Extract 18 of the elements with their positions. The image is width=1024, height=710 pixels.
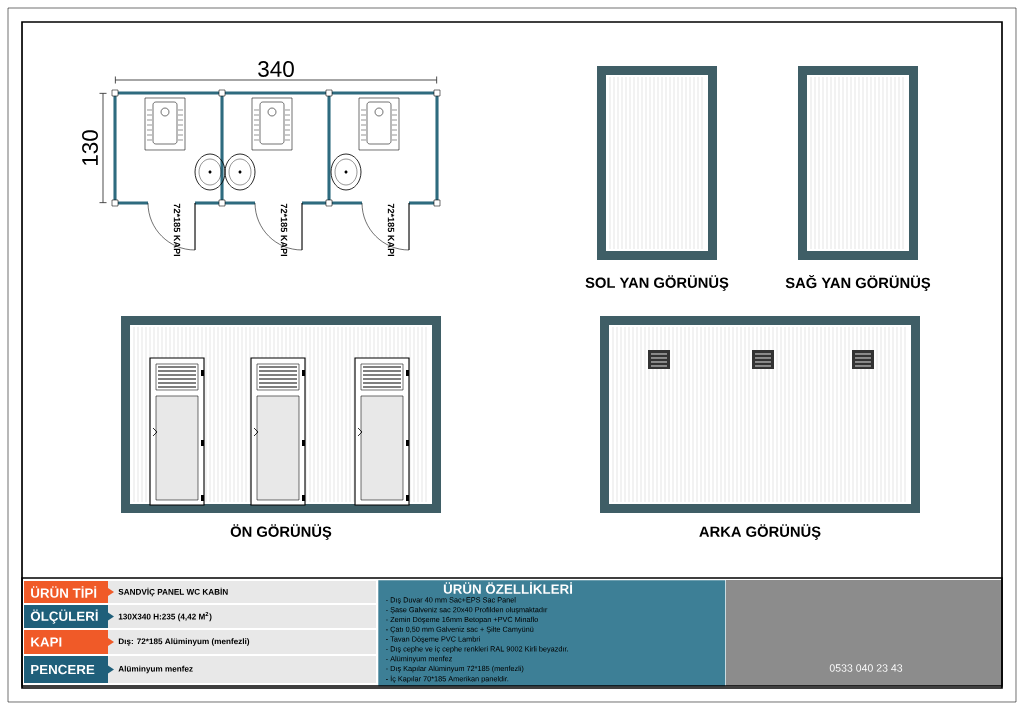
view-title: SAĞ YAN GÖRÜNÜŞ <box>785 274 931 292</box>
table-cell: KAPI <box>24 630 108 654</box>
table-cell: SANDVİÇ PANEL WC KABİN <box>108 581 376 603</box>
table-cell: PENCERE <box>24 656 108 683</box>
table-cell: 130X340 H:235 (4,42 M$^{2}$) <box>108 605 376 628</box>
dimension-label: 340 <box>258 61 294 77</box>
door-label: 72*185 KAPI <box>280 203 288 257</box>
table-cell: Alüminyum menfez <box>108 656 376 683</box>
table-cell: ÜRÜN TİPİ <box>24 581 108 603</box>
table-cell: Dış: 72*185 Alüminyum (menfezli) <box>108 630 376 654</box>
view-title: SOL YAN GÖRÜNÜŞ <box>585 275 729 291</box>
table-cell: ÖLÇÜLERİ <box>24 605 108 628</box>
contact-panel: 0533 040 23 43 <box>726 580 1001 686</box>
dimension-label: 130 <box>82 130 98 166</box>
door-label: 72*185 KAPI <box>387 203 395 257</box>
view-title: ÖN GÖRÜNÜŞ <box>230 524 332 540</box>
door-label: 72*185 KAPI <box>173 203 181 257</box>
view-title: ARKA GÖRÜNÜŞ <box>699 524 821 540</box>
